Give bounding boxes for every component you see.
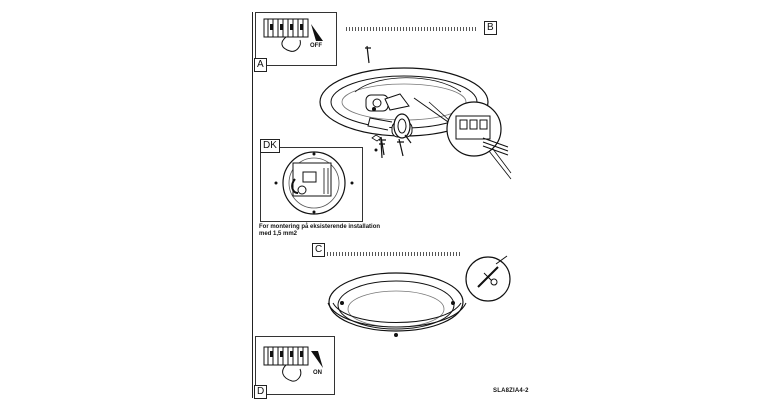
label-a: A	[254, 58, 267, 72]
breaker-off-illustration	[263, 18, 323, 52]
panel-c-hatch	[324, 252, 462, 256]
label-c: C	[312, 243, 326, 257]
on-label: ON	[313, 370, 322, 376]
label-d: D	[254, 385, 268, 399]
screw-set	[374, 136, 404, 157]
connector-clip	[393, 113, 412, 144]
terminal-block-closeup	[446, 101, 512, 180]
dk-wiring-diagram	[274, 151, 354, 215]
off-label: OFF	[310, 43, 322, 49]
installation-note-line-1: For montering på eksisterende installati…	[259, 224, 381, 230]
breaker-on-illustration	[263, 346, 323, 382]
label-b: B	[484, 21, 497, 35]
assembled-ceiling-lamp	[327, 272, 467, 337]
clip-detail-closeup	[465, 255, 511, 302]
document-code: SLA8ZIA4-2	[493, 388, 529, 394]
page-left-border	[252, 12, 253, 398]
panel-b-hatch	[346, 27, 478, 31]
installation-note-line-2: med 1,5 mm2	[259, 231, 298, 237]
label-dk: DK	[260, 139, 280, 153]
